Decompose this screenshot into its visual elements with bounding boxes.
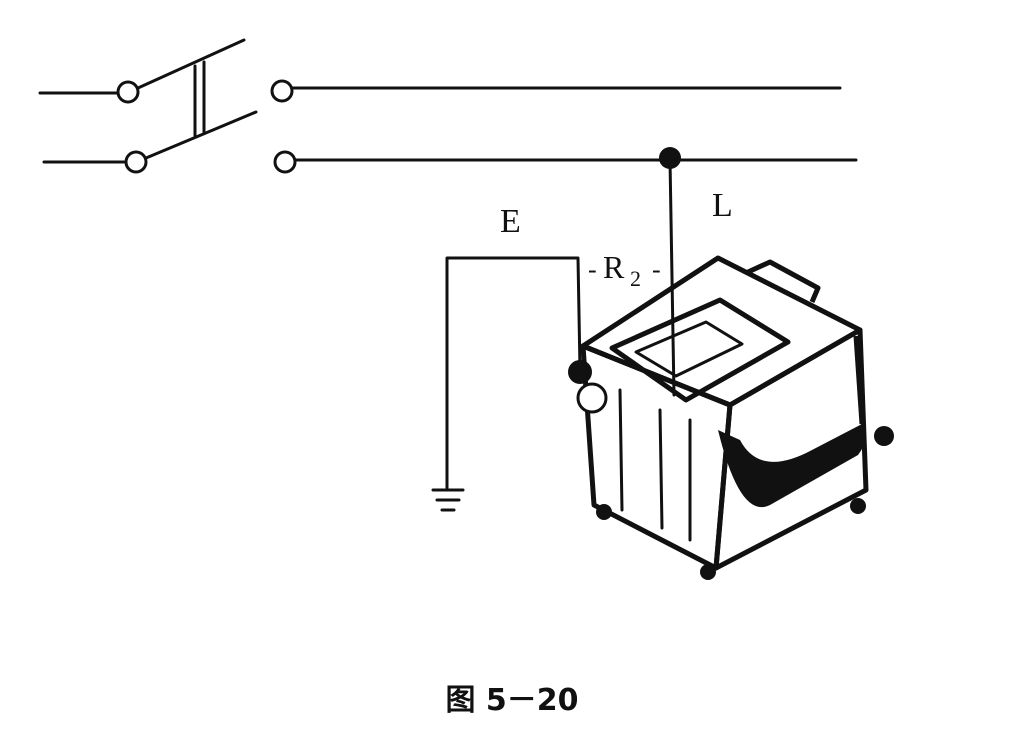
meter-foot-2 bbox=[700, 564, 716, 580]
meter-foot-1 bbox=[596, 504, 612, 520]
switch-blade-bottom bbox=[144, 110, 258, 160]
label-E: E bbox=[500, 203, 521, 240]
meter-crank-housing bbox=[718, 424, 866, 508]
switch-terminal-left-bottom bbox=[124, 150, 148, 174]
meter-foot-3 bbox=[850, 498, 866, 514]
switch-blade-top bbox=[136, 38, 246, 90]
switch-terminal-left-top bbox=[116, 80, 140, 104]
figure-caption: 图 5－20 bbox=[445, 683, 578, 718]
switch-terminal-right-top bbox=[270, 79, 294, 103]
meter-dial-window bbox=[609, 297, 791, 403]
meter-terminal-E-ring bbox=[576, 382, 608, 414]
meter-handle bbox=[746, 259, 821, 303]
meter-crank-knob bbox=[874, 426, 894, 446]
label-L: L bbox=[712, 187, 733, 224]
meter-terminal-E bbox=[568, 360, 592, 384]
meter-side-groove-2 bbox=[658, 408, 664, 530]
line-lead-L bbox=[668, 158, 676, 397]
label-R2-subscript: 2 bbox=[630, 266, 641, 291]
label-R2-dash-left: - bbox=[588, 255, 597, 284]
meter-crank-arm bbox=[853, 335, 865, 425]
label-R2: R bbox=[603, 249, 625, 285]
ground-symbol bbox=[431, 488, 465, 512]
earth-lead-E bbox=[445, 256, 582, 490]
junction-node bbox=[659, 147, 681, 169]
meter-right-face bbox=[713, 327, 869, 571]
meter-side-groove-1 bbox=[618, 388, 624, 512]
label-R2-dash-right: - bbox=[652, 255, 661, 284]
switch-terminal-right-bottom bbox=[273, 150, 297, 174]
meter-dial-inner bbox=[634, 320, 744, 378]
double-pole-switch bbox=[38, 38, 297, 174]
megohmmeter bbox=[568, 255, 894, 580]
